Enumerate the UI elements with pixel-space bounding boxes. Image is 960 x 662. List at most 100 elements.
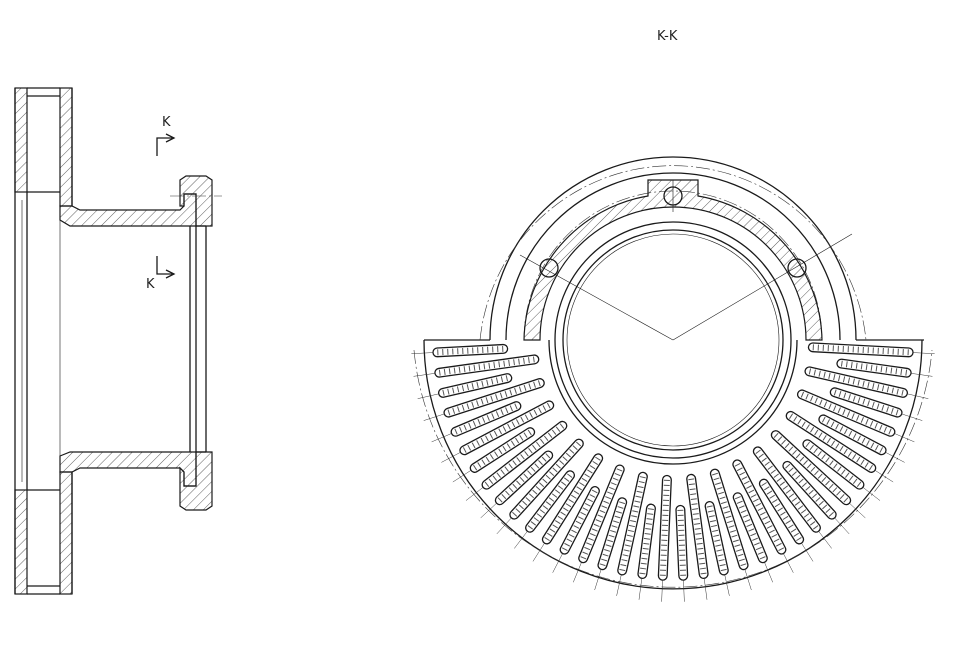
vent-centerline-tick <box>514 530 528 549</box>
outer-plate-left-lower <box>14 489 28 595</box>
inner-rim <box>548 339 798 465</box>
bolt-angle-lines <box>519 180 853 341</box>
vent-channel-hatch <box>789 413 873 471</box>
vent-centerline-tick <box>910 373 933 377</box>
vent-centerline-tick <box>573 561 582 583</box>
vent-channel-hatch <box>438 356 535 376</box>
vent-channel-hatch <box>785 463 834 517</box>
vent-centerline-tick <box>834 517 850 535</box>
vent-centerline-tick <box>532 542 545 562</box>
vent-centerline-tick <box>801 542 814 562</box>
vent-centerline-tick <box>496 517 512 535</box>
vent-channel-hatch <box>761 482 802 542</box>
vent-centerline-tick <box>413 373 436 377</box>
lower-rim-dashdot <box>413 349 933 588</box>
cut-mark-top-arrow <box>165 133 176 143</box>
vent-centerline-tick <box>874 469 894 483</box>
vent-channel-hatch <box>734 462 785 552</box>
vent-centerline-tick <box>783 553 794 573</box>
vent-channel-hatch <box>473 429 532 471</box>
cut-mark-top-label: K <box>162 115 171 130</box>
vent-channel-hatch <box>442 375 508 396</box>
hat-wall-upper <box>59 193 197 227</box>
vent-channel-hatch <box>619 476 646 572</box>
vent-channel-hatch <box>712 472 747 567</box>
vent-centerline-tick <box>441 451 461 463</box>
vent-centerline-tick <box>683 579 685 602</box>
vent-channel-hatch <box>561 489 598 552</box>
vent-channel-hatch <box>755 449 819 530</box>
vent-centerline-tick <box>849 502 866 519</box>
lower-rim <box>423 339 923 590</box>
hub-flange-lower <box>179 451 213 511</box>
bore-lines <box>26 191 207 491</box>
bore-outer <box>554 221 792 459</box>
section-title: K-K <box>657 29 678 44</box>
vent-centerline-tick <box>552 553 563 573</box>
outer-plate-left <box>14 87 28 193</box>
hub-flange-web <box>523 179 823 341</box>
vent-channel-hatch <box>805 441 862 488</box>
vent-channels <box>411 342 935 602</box>
vent-channel-hatch <box>462 402 551 453</box>
hat-wall-lower <box>59 451 197 487</box>
vent-centerline-tick <box>638 577 643 600</box>
inner-plate-lower <box>59 471 73 595</box>
vent-channel-hatch <box>599 501 626 567</box>
vent-channel-hatch <box>437 345 504 356</box>
vent-channel-fill <box>676 506 687 580</box>
vent-channel-hatch <box>527 473 573 530</box>
vent-centerline-tick <box>901 413 923 421</box>
disc-outline <box>14 88 73 594</box>
vent-centerline-tick <box>744 568 752 591</box>
vent-centerline-tick <box>661 579 663 602</box>
vent-centerline-tick <box>423 413 445 421</box>
side-section-view: K K <box>14 87 222 595</box>
cut-mark-top <box>156 137 174 156</box>
inner-edge <box>21 192 61 490</box>
vent-channel-hatch <box>833 389 899 416</box>
vent-channel-hatch <box>484 423 565 488</box>
vent-gap-outline <box>27 87 60 595</box>
bolt-hole-right <box>787 258 807 278</box>
vent-channel-hatch <box>706 505 727 572</box>
vent-channel-fill <box>783 462 836 519</box>
vent-channel-hatch <box>840 360 908 376</box>
vent-centerline-tick <box>431 433 452 443</box>
vent-centerline-tick <box>465 486 484 501</box>
vent-centerline-tick <box>724 574 730 596</box>
vent-channel-hatch <box>808 368 904 396</box>
vent-channel-hatch <box>812 344 909 356</box>
vent-centerline-tick <box>885 451 905 463</box>
bore-edge <box>566 233 780 447</box>
inner-plate-upper <box>59 87 73 207</box>
vent-channel-hatch <box>659 479 670 576</box>
vent-channel-hatch <box>821 416 884 453</box>
ring-arc-2 <box>505 172 841 341</box>
vent-channel-hatch <box>512 441 582 517</box>
vent-centerline-tick <box>703 577 708 600</box>
vent-channel-hatch <box>454 403 518 435</box>
vent-centerline-tick <box>594 568 602 591</box>
vent-centerline-tick <box>906 393 929 399</box>
dashdot-inner-arc <box>523 190 823 341</box>
vent-channel-fill <box>809 343 913 357</box>
vent-channel-hatch <box>580 468 623 560</box>
vent-channel-hatch <box>800 391 892 435</box>
vent-centerline-tick <box>452 469 472 483</box>
vent-centerline-tick <box>818 530 832 549</box>
vent-centerline-tick <box>764 561 773 583</box>
vent-channel-hatch <box>497 453 551 503</box>
vent-centerline-tick <box>411 352 434 354</box>
vent-centerline-tick <box>894 433 915 443</box>
vent-channel-hatch <box>544 456 601 542</box>
cut-mark-bottom-label: K <box>146 277 155 292</box>
vent-centerline-tick <box>480 502 497 519</box>
vent-channel-hatch <box>677 509 687 576</box>
vent-channel-hatch <box>688 478 707 575</box>
bolt-hole-left <box>539 258 559 278</box>
vent-centerline-tick <box>862 486 881 501</box>
vent-channel-fill <box>837 359 911 377</box>
vent-channel-hatch <box>639 508 654 575</box>
